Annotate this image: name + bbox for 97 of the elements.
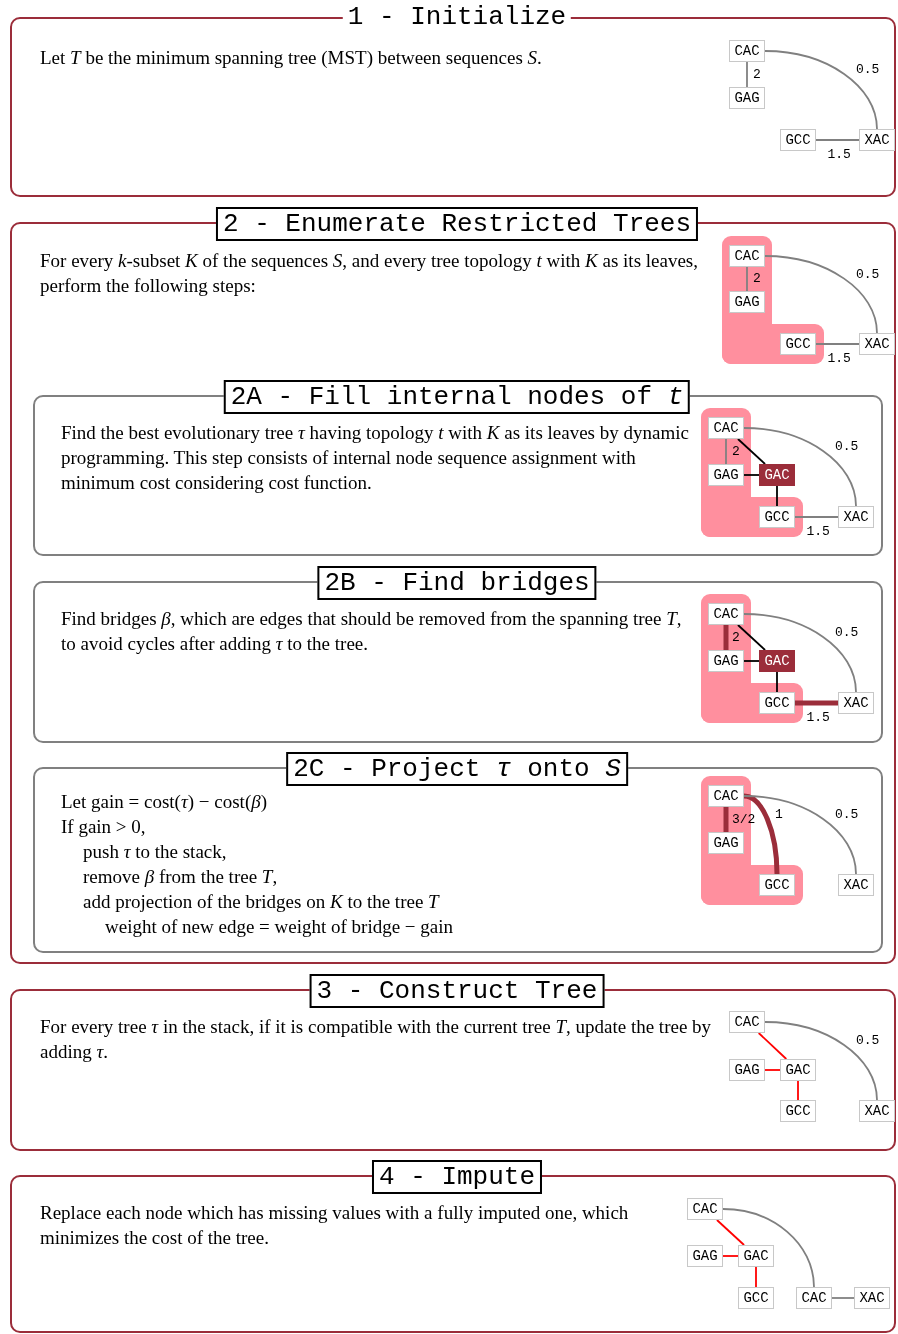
sequence-node: GCC xyxy=(759,692,795,714)
connector-line xyxy=(764,1069,781,1071)
sequence-node: GAG xyxy=(729,291,765,313)
algorithm-step: add projection of the bridges on K to the tree T xyxy=(83,889,439,914)
connector-line xyxy=(776,671,778,693)
sequence-node: XAC xyxy=(859,333,895,355)
sequence-node: GAC xyxy=(759,464,795,486)
connector-line xyxy=(743,793,780,875)
connector-line xyxy=(797,1080,799,1101)
sequence-node: CAC xyxy=(708,603,744,625)
sequence-node: CAC xyxy=(687,1198,723,1220)
connector-line xyxy=(716,1219,745,1246)
description-text: Replace each node which has missing values with a fully imputed one, which minimizes the cost of the tree. xyxy=(40,1201,630,1250)
edge-label: 0.5 xyxy=(855,62,880,78)
edge-label: 2 xyxy=(753,66,761,82)
connector-line xyxy=(815,343,860,345)
sequence-node: GCC xyxy=(780,1100,816,1122)
edge-label: 1 xyxy=(775,807,783,823)
section-title: 2C - Project τ onto S xyxy=(286,752,628,786)
edge-label: 2 xyxy=(732,443,740,459)
connector-line xyxy=(743,613,857,693)
sequence-node: XAC xyxy=(859,129,895,151)
connector-line xyxy=(723,807,729,832)
connector-line xyxy=(757,1032,788,1060)
sequence-node: GAG xyxy=(687,1245,723,1267)
sequence-node: GCC xyxy=(780,129,816,151)
section-title: 4 - Impute xyxy=(372,1160,542,1194)
connector-line xyxy=(815,139,860,141)
edge-label: 1.5 xyxy=(806,710,830,725)
connector-line xyxy=(743,474,760,476)
sequence-node: XAC xyxy=(838,506,874,528)
sequence-node: GAG xyxy=(708,650,744,672)
sequence-node: CAC xyxy=(708,785,744,807)
description-text: Find bridges β, which are edges that should be removed from the spanning tree T, to avoid cycles after adding τ to the tree. xyxy=(61,607,683,656)
connector-line xyxy=(776,485,778,507)
edge-label: 0.5 xyxy=(855,266,880,282)
connector-line xyxy=(794,516,839,518)
edge-label: 2 xyxy=(753,271,761,286)
description-text: Let T be the minimum spanning tree (MST) between sequences S. xyxy=(40,46,543,70)
sequence-node: GAG xyxy=(708,464,744,486)
description-text: For every tree τ in the stack, if it is compatible with the current tree T, update the tree by adding τ. xyxy=(40,1015,713,1064)
edge-label: 0.5 xyxy=(834,439,859,455)
sequence-node: GCC xyxy=(780,333,816,355)
connector-line xyxy=(725,438,727,465)
section-title: 3 - Construct Tree xyxy=(309,974,605,1008)
sequence-node: XAC xyxy=(838,874,874,896)
sequence-node: CAC xyxy=(796,1287,832,1309)
edge-label: 0.5 xyxy=(855,1033,880,1049)
algorithm-step: weight of new edge = weight of bridge − gain xyxy=(105,914,454,939)
algorithm-step: Let gain = cost(τ) − cost(β) xyxy=(61,789,268,814)
connector-line xyxy=(737,624,766,651)
sequence-node: XAC xyxy=(859,1100,895,1122)
connector-line xyxy=(764,50,878,130)
sequence-node: XAC xyxy=(854,1287,890,1309)
edge-label: 1.5 xyxy=(806,524,830,539)
sequence-node: GAC xyxy=(780,1059,816,1081)
connector-line xyxy=(722,1208,815,1288)
connector-line xyxy=(737,438,766,465)
connector-line xyxy=(831,1297,855,1299)
description-text: For every k-subset K of the sequences S, and every tree topology t with K as its leaves, perform the following steps: xyxy=(40,249,700,298)
sequence-node: GCC xyxy=(759,506,795,528)
connector-line xyxy=(755,1266,757,1288)
section-title: 2B - Find bridges xyxy=(317,566,597,600)
edge-label: 0.5 xyxy=(834,807,859,823)
connector-line xyxy=(795,700,838,706)
edge-label: 2 xyxy=(732,629,740,645)
sequence-node: GCC xyxy=(759,874,795,896)
connector-line xyxy=(764,255,878,334)
section-title: 2A - Fill internal nodes of t xyxy=(223,380,691,414)
connector-line xyxy=(743,660,760,662)
sequence-node: GAG xyxy=(729,87,765,109)
connector-line xyxy=(764,1021,878,1101)
connector-line xyxy=(743,795,857,875)
sequence-node: CAC xyxy=(729,245,765,267)
sequence-node: CAC xyxy=(729,40,765,62)
connector-line xyxy=(746,266,748,292)
sequence-node: CAC xyxy=(729,1011,765,1033)
connector-line xyxy=(746,61,748,88)
sequence-node: GAC xyxy=(738,1245,774,1267)
description-text: Find the best evolutionary tree τ having topology t with K as its leaves by dynamic programming. This step consists of internal node sequence assignment with minimum cost considering cost function. xyxy=(61,421,690,495)
algorithm-step: If gain > 0, xyxy=(61,814,146,839)
connector-line xyxy=(743,427,857,507)
edge-label: 1.5 xyxy=(827,147,851,162)
edge-label: 1.5 xyxy=(827,351,851,366)
sequence-node: GAG xyxy=(708,832,744,854)
sequence-node: GAC xyxy=(759,650,795,672)
edge-label: 0.5 xyxy=(834,625,859,641)
algorithm-step: remove β from the tree T, xyxy=(83,864,278,889)
algorithm-step: push τ to the stack, xyxy=(83,839,227,864)
connector-line xyxy=(723,625,729,650)
sequence-node: XAC xyxy=(838,692,874,714)
section-title: 2 - Enumerate Restricted Trees xyxy=(215,207,699,241)
sequence-node: GAG xyxy=(729,1059,765,1081)
sequence-node: GCC xyxy=(738,1287,774,1309)
edge-label: 3/2 xyxy=(732,811,756,827)
sequence-node: CAC xyxy=(708,417,744,439)
connector-line xyxy=(722,1255,739,1257)
